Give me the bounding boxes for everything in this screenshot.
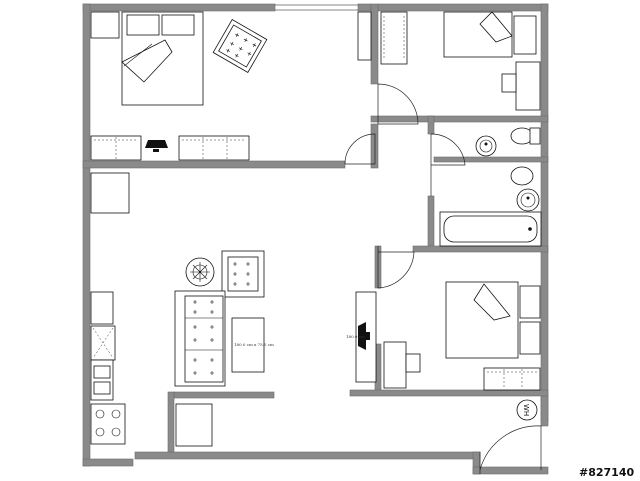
kitchen-dishwasher (90, 325, 116, 361)
wall-master-right (370, 3, 379, 85)
master-closet (357, 11, 372, 61)
entry: WH (516, 399, 538, 421)
wall-top-middle (357, 3, 372, 12)
wall-bottom-main (134, 451, 481, 460)
entry-door (479, 425, 542, 474)
wall-top-left (82, 3, 276, 12)
living-room: 180.0 cm x 75.5 cm 180.0 cm (90, 172, 377, 387)
wall-bath-left-bottom (427, 195, 435, 249)
bed3-desk (383, 341, 407, 389)
bed2-sheet (479, 11, 513, 43)
bed2-closet (380, 11, 408, 65)
master-bed-sheet (121, 39, 173, 83)
watermark-id: #827140 (579, 466, 634, 479)
bed2-door (377, 83, 419, 125)
wall-top-right (377, 3, 549, 12)
wall-bath-divider (433, 156, 549, 163)
coffee-table-label: 180.0 cm x 75.5 cm (234, 342, 274, 347)
wall-bottom-right (472, 466, 549, 475)
water-heater-label: WH (522, 404, 530, 416)
master-nightstand-left (90, 11, 120, 39)
tv-label: 180.0 cm (346, 334, 365, 339)
kitchen-stove (90, 403, 126, 445)
bath2-sink (516, 188, 540, 212)
bed3-door (377, 246, 415, 289)
doors (275, 4, 542, 474)
wall-bath-bottom (412, 245, 549, 253)
wall-kitchen-stub (167, 391, 175, 453)
master-tv (145, 140, 168, 148)
bed3-pillow-top (519, 285, 541, 319)
bed3-pillow-bottom (519, 321, 541, 355)
bed3-sheet (473, 283, 511, 321)
bathroom-2 (439, 166, 542, 247)
wall-bottom-left (82, 458, 134, 467)
bath1-sink (475, 135, 497, 157)
bed3-chair (405, 353, 421, 373)
master-pillow-right (161, 14, 195, 36)
kitchen-sink-1 (93, 365, 111, 379)
living-tv (358, 322, 366, 350)
master-dresser-right (178, 135, 250, 161)
kitchen-fridge (175, 403, 213, 447)
master-armchair (212, 18, 268, 74)
wall-master-bottom (82, 160, 346, 169)
bathroom-1 (475, 127, 541, 157)
bed2-pillow (513, 15, 537, 55)
bed2-chair (501, 73, 517, 93)
wall-bed3-bottom (349, 389, 549, 397)
bath2-toilet (510, 166, 534, 186)
living-coffee-table (231, 317, 265, 373)
master-door (344, 133, 376, 165)
wall-bath-left-top (427, 115, 435, 135)
kitchen-cabinet-top (90, 291, 114, 325)
wall-bed2-bottom (370, 115, 549, 123)
master-bed-fold (123, 43, 153, 67)
interior-walls (82, 3, 549, 453)
wall-kitchen-divider (173, 391, 275, 399)
wall-closet-right (540, 395, 549, 427)
living-cabinet (90, 172, 130, 214)
kitchen (90, 291, 213, 447)
bedroom-3 (383, 281, 541, 391)
wall-left (82, 3, 91, 467)
kitchen-sink-2 (93, 381, 111, 395)
wall-right (540, 3, 549, 423)
master-dresser-left (90, 135, 142, 161)
master-pillow-left (126, 14, 160, 36)
bed2-desk (515, 61, 541, 111)
bed3-dresser (483, 367, 541, 391)
wall-master-right-lower (370, 123, 379, 169)
bedroom-2 (380, 11, 541, 111)
water-heater-icon (516, 399, 538, 421)
bath-door (430, 133, 466, 196)
master-bedroom (90, 11, 372, 161)
